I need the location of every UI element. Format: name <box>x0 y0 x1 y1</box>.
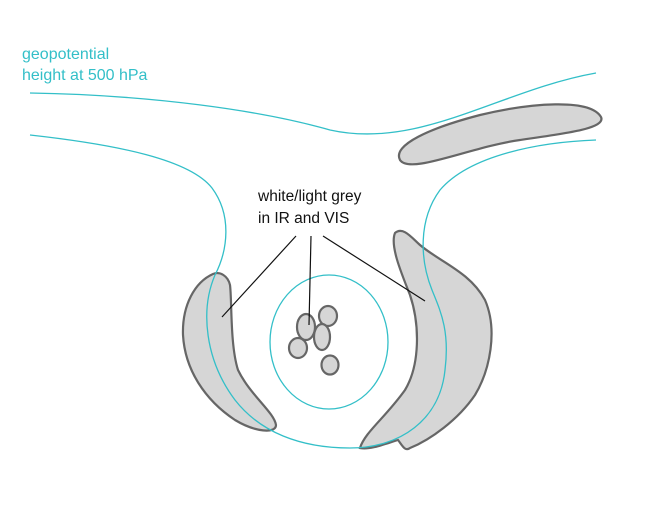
convective-cell <box>295 312 317 342</box>
geopotential-label-line2: height at 500 hPa <box>22 67 148 84</box>
cloud-band-left <box>181 272 278 432</box>
cloud-label-line1: white/light grey <box>258 188 362 205</box>
geopotential-closed-low <box>269 274 389 410</box>
pointer-line <box>322 235 426 302</box>
pointer-line <box>308 235 312 326</box>
geopotential-label-line1: geopotential <box>22 46 110 63</box>
cloud-band-right <box>358 229 493 451</box>
geopotential-contour-upper <box>29 72 597 135</box>
cloud-label-line2: in IR and VIS <box>258 210 350 227</box>
convective-cell <box>320 354 340 376</box>
convective-cell <box>287 336 309 360</box>
geopotential-contour-lower <box>29 134 597 449</box>
cloud-band-top-right <box>397 103 603 166</box>
convective-cell <box>312 322 332 352</box>
convective-cell <box>317 304 339 328</box>
pointer-line <box>221 235 297 318</box>
